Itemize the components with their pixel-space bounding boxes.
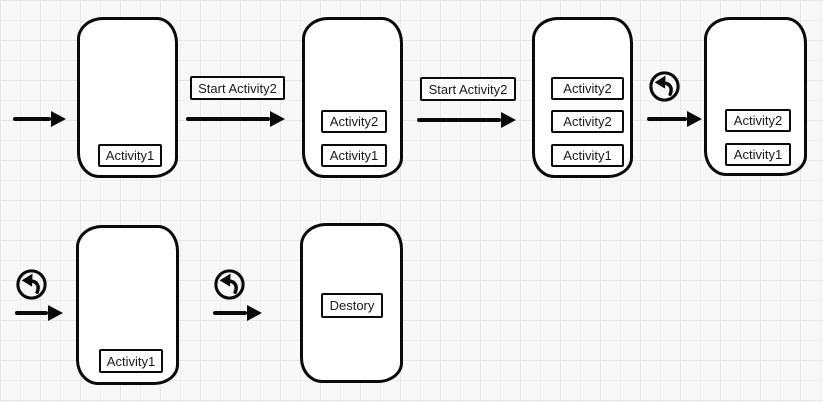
destroy-box: Destory xyxy=(321,293,383,318)
back-arrow-2 xyxy=(15,305,63,321)
arrow-shaft xyxy=(647,117,687,121)
phone-frame-5: Activity1 xyxy=(76,225,179,385)
phone-frame-2: Activity2 Activity1 xyxy=(302,17,403,178)
transition-label-2: Start Activity2 xyxy=(420,77,516,101)
arrow-head-icon xyxy=(51,111,66,127)
arrow-shaft xyxy=(213,311,247,315)
transition-label-1: Start Activity2 xyxy=(190,76,285,100)
start-activity2-arrow-1 xyxy=(186,111,285,127)
arrow-head-icon xyxy=(501,112,516,128)
arrow-shaft xyxy=(186,117,270,121)
activity-box: Activity1 xyxy=(321,144,387,167)
activity-box: Activity2 xyxy=(725,109,791,132)
back-arrow-3 xyxy=(213,305,262,321)
arrow-shaft xyxy=(417,118,501,122)
arrow-head-icon xyxy=(48,305,63,321)
phone-frame-3: Activity2 Activity2 Activity1 xyxy=(532,17,633,178)
activity-box: Activity1 xyxy=(551,144,624,167)
arrow-shaft xyxy=(15,311,48,315)
phone-frame-1: Activity1 xyxy=(77,17,178,178)
activity-box: Activity1 xyxy=(99,349,163,373)
activity-box: Activity2 xyxy=(551,77,624,100)
back-icon xyxy=(16,269,47,300)
phone-frame-4: Activity2 Activity1 xyxy=(704,17,807,176)
arrow-head-icon xyxy=(247,305,262,321)
start-activity2-arrow-2 xyxy=(417,112,516,128)
activity-box: Activity2 xyxy=(551,110,624,133)
launch-arrow xyxy=(13,111,66,127)
back-icon xyxy=(649,71,680,102)
activity-box: Activity2 xyxy=(321,110,387,133)
arrow-head-icon xyxy=(270,111,285,127)
back-icon xyxy=(214,269,245,300)
activity-box: Activity1 xyxy=(98,144,162,167)
arrow-head-icon xyxy=(687,111,702,127)
back-arrow-1 xyxy=(647,111,702,127)
arrow-shaft xyxy=(13,117,51,121)
phone-frame-6: Destory xyxy=(300,223,403,383)
activity-box: Activity1 xyxy=(725,143,791,166)
